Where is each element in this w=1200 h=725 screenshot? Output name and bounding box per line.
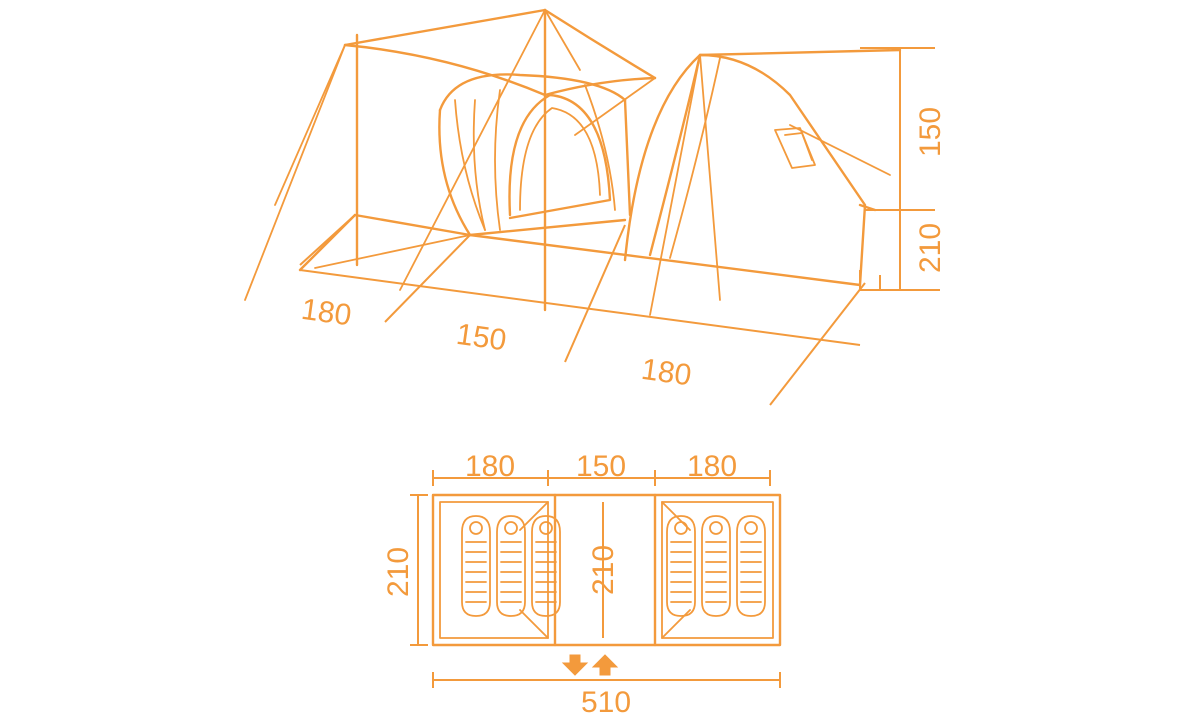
plan-total-label-510: 510 bbox=[581, 686, 631, 719]
left-dome-room bbox=[438, 73, 632, 237]
depth-label-210: 210 bbox=[914, 223, 947, 273]
sleeping-bag-icon bbox=[701, 515, 731, 617]
sleeping-bag-icon bbox=[736, 515, 766, 617]
length-dimension-lines bbox=[299, 214, 866, 406]
tent-floor-outline bbox=[298, 213, 862, 287]
guy-lines bbox=[244, 9, 891, 316]
sleeping-bag-icon bbox=[666, 515, 696, 617]
plan-left-label-210: 210 bbox=[382, 547, 415, 597]
length-label-middle-150: 150 bbox=[454, 318, 508, 358]
sleeping-bag-icon bbox=[496, 515, 526, 617]
floor-plan-bottom-dimension bbox=[432, 672, 781, 688]
floor-plan-left-dimension bbox=[410, 494, 428, 646]
length-label-right-180: 180 bbox=[639, 353, 693, 393]
tent-perspective-view: 150 210 180 150 180 bbox=[244, 8, 947, 406]
floor-plan-outline bbox=[431, 493, 782, 647]
length-label-left-180: 180 bbox=[299, 293, 353, 333]
plan-top-label-180-left: 180 bbox=[465, 450, 515, 483]
plan-top-label-150: 150 bbox=[576, 450, 626, 483]
right-room-sleeping-bags bbox=[666, 515, 766, 617]
height-dimension-lines bbox=[859, 47, 940, 291]
tent-floor-plan: 180 150 180 210 210 bbox=[382, 450, 782, 719]
sleeping-bag-icon bbox=[531, 515, 561, 617]
arrow-up-icon bbox=[591, 654, 619, 676]
arrow-down-icon bbox=[561, 654, 589, 676]
left-room-sleeping-bags bbox=[461, 515, 561, 617]
plan-center-label-210: 210 bbox=[587, 545, 620, 595]
height-label-150: 150 bbox=[914, 107, 947, 157]
canopy-tarp bbox=[343, 8, 657, 312]
floor-plan-top-dimension bbox=[432, 470, 771, 486]
right-dome-room bbox=[623, 48, 902, 287]
plan-top-label-180-right: 180 bbox=[687, 450, 737, 483]
sleeping-bag-icon bbox=[461, 515, 491, 617]
